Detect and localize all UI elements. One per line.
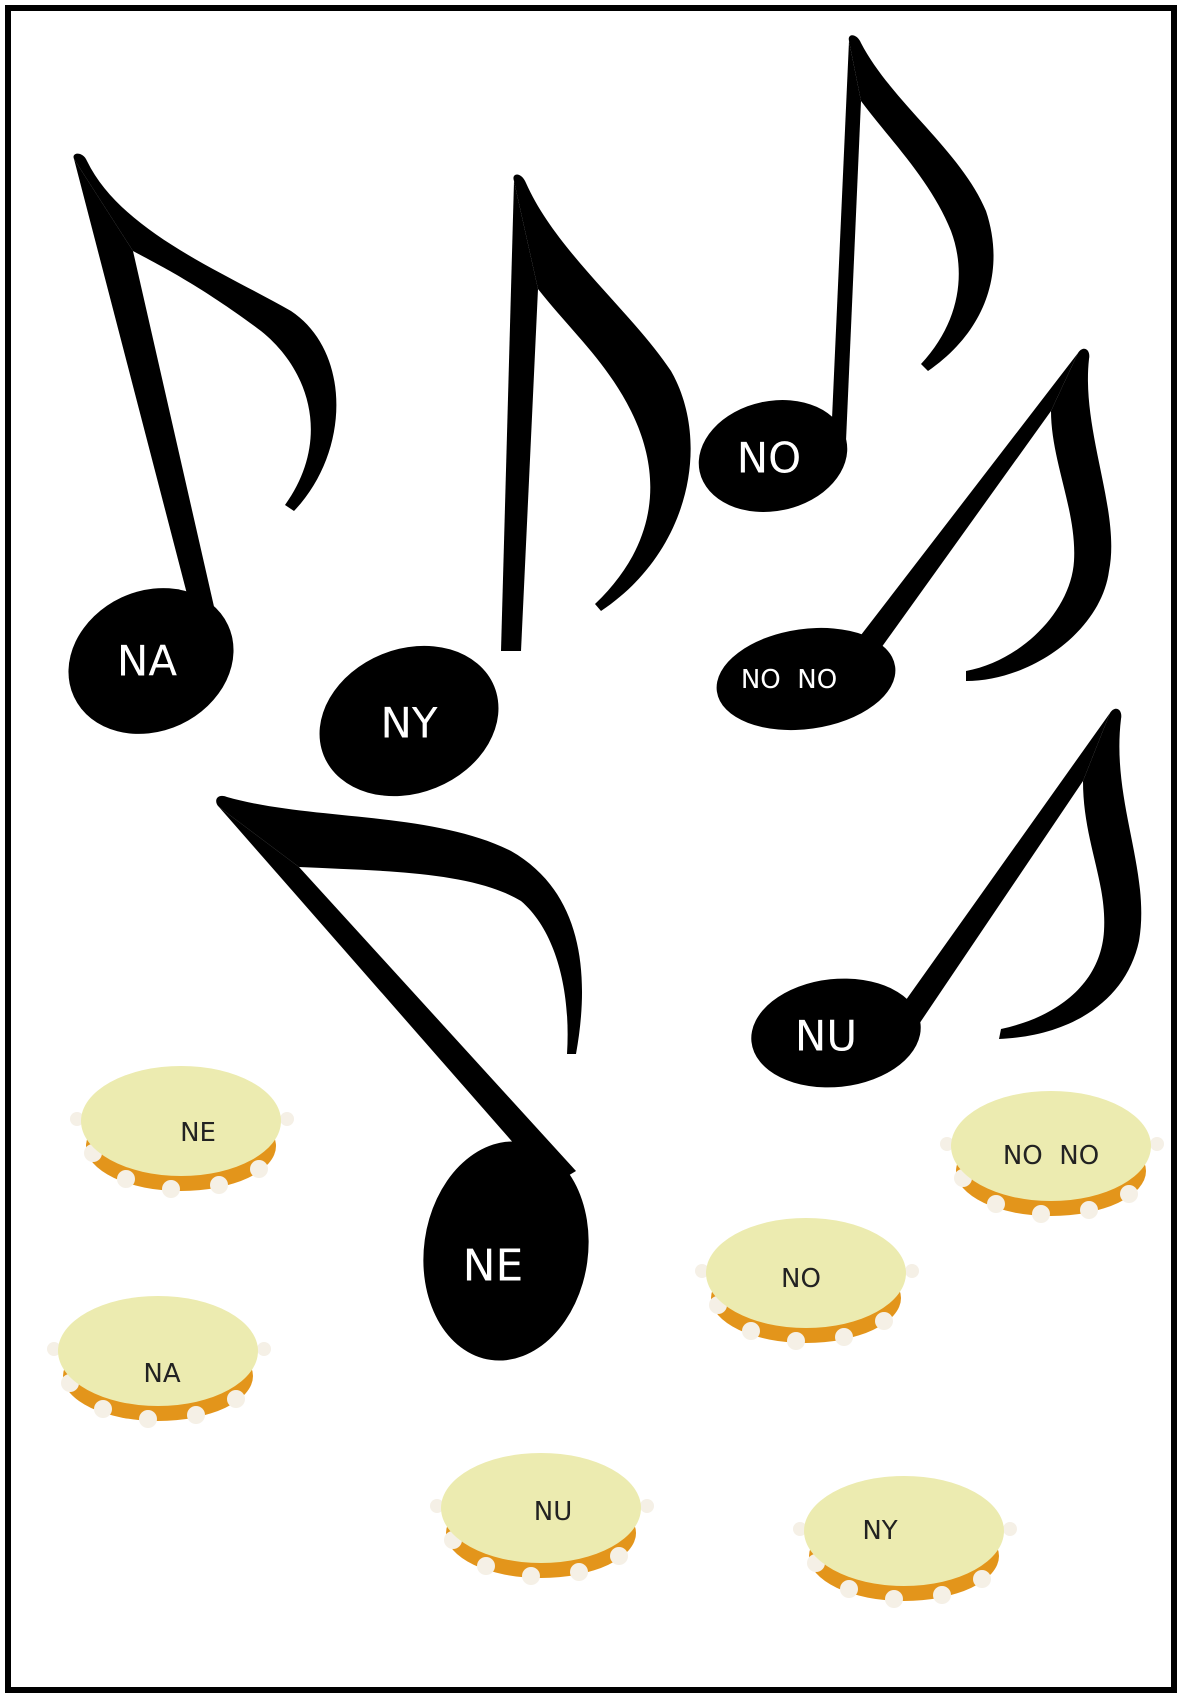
tambourine-label: NO	[781, 1264, 821, 1294]
music-note-ny[interactable]: NY	[297, 174, 691, 823]
tambourine-label: NO NO	[1003, 1141, 1099, 1171]
note-label: NY	[380, 699, 437, 748]
music-note-nono[interactable]: NO NO	[710, 348, 1112, 741]
music-note-nu[interactable]: NU	[746, 708, 1142, 1096]
tambourine-ne[interactable]: NE	[70, 1066, 294, 1198]
note-label: NO	[737, 434, 801, 483]
note-label: NU	[795, 1012, 857, 1061]
note-label: NO NO	[741, 665, 837, 695]
tambourine-label: NY	[862, 1516, 897, 1546]
tambourine-label: NE	[180, 1118, 216, 1148]
tambourine-ny[interactable]: NY	[793, 1476, 1017, 1608]
worksheet-frame: NA NY NO NO NO NE	[5, 5, 1177, 1693]
tambourine-label: NU	[534, 1497, 572, 1527]
tambourine-nono[interactable]: NO NO	[940, 1091, 1164, 1223]
tambourine-no[interactable]: NO	[695, 1218, 919, 1350]
tambourine-na[interactable]: NA	[47, 1296, 271, 1428]
music-syllable-worksheet: NA NY NO NO NO NE	[44, 35, 1164, 1608]
music-note-na[interactable]: NA	[44, 153, 337, 761]
note-label: NE	[463, 1241, 524, 1292]
tambourine-label: NA	[143, 1359, 180, 1389]
tambourine-nu[interactable]: NU	[430, 1453, 654, 1585]
note-label: NA	[117, 637, 177, 686]
music-note-no[interactable]: NO	[688, 35, 994, 525]
music-note-ne[interactable]: NE	[216, 795, 602, 1371]
